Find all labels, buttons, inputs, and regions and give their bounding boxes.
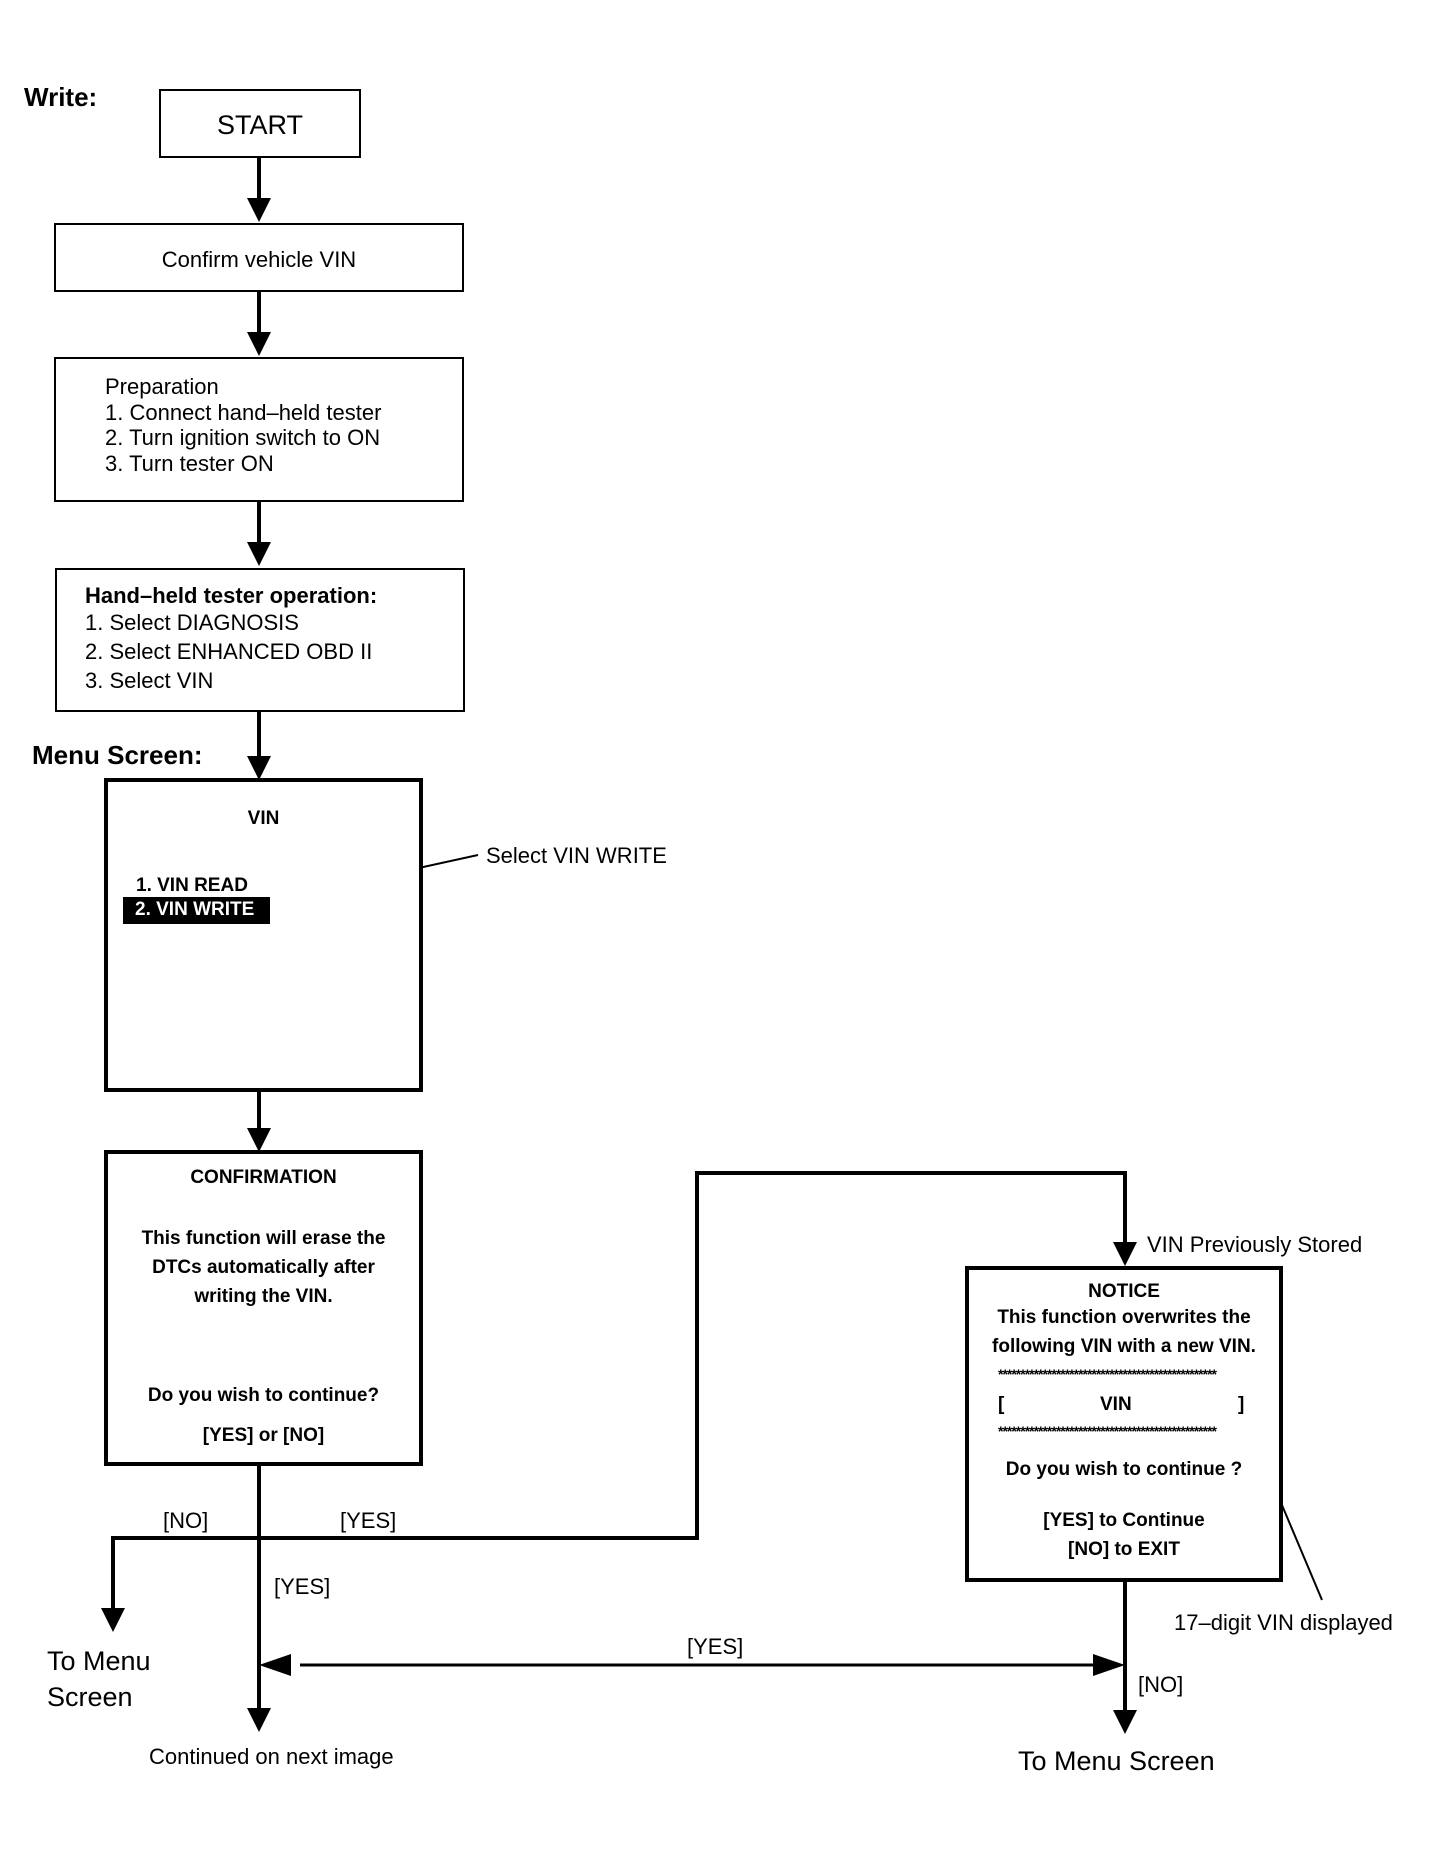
to-menu-screen-left-line2: Screen [47,1682,133,1712]
notice-exit: [NO] to EXIT [1068,1539,1180,1560]
tester-operation-box: Hand–held tester operation: 1. Select DI… [55,568,465,712]
tester-step: 2. Select ENHANCED OBD II [85,639,373,664]
to-menu-screen-right: To Menu Screen [1018,1746,1215,1776]
continued-on-next-image: Continued on next image [149,1744,394,1769]
menu-item-vin-write[interactable]: 2. VIN WRITE [123,897,271,924]
preparation-step: 1. Connect hand–held tester [105,400,382,425]
confirmation-screen: CONFIRMATION This function will erase th… [104,1150,423,1466]
menu-item-vin-read[interactable]: 1. VIN READ [136,875,248,896]
confirmation-message-line: writing the VIN. [194,1286,333,1307]
label-yes-horizontal: [YES] [687,1634,744,1659]
label-vin-previously-stored: VIN Previously Stored [1147,1232,1363,1257]
arrowhead-right [1093,1654,1125,1676]
notice-title: NOTICE [1088,1281,1160,1302]
arrow-yes-to-notice [259,1171,1137,1540]
label-vin-displayed: 17–digit VIN displayed [1174,1610,1393,1635]
notice-stars-bottom: ****************************************… [998,1424,1217,1438]
confirmation-message-line: This function will erase the [141,1228,386,1249]
notice-continue: [YES] to Continue [1043,1510,1205,1531]
confirmation-options: [YES] or [NO] [202,1425,325,1446]
label-no-right: [NO] [1138,1672,1184,1697]
notice-vin: VIN [1100,1394,1132,1415]
preparation-box: Preparation 1. Connect hand–held tester … [54,357,464,502]
label-no-left: [NO] [163,1508,209,1533]
tester-operation-title: Hand–held tester operation: [85,583,378,608]
confirmation-title: CONFIRMATION [190,1167,337,1188]
menu-screen-heading: Menu Screen: [32,740,203,770]
tester-step: 3. Select VIN [85,668,214,693]
preparation-step: 3. Turn tester ON [105,451,274,476]
label-yes-branch: [YES] [340,1508,397,1533]
tester-step: 1. Select DIAGNOSIS [85,610,299,635]
notice-bracket-open: [ [998,1394,1005,1415]
preparation-title: Preparation [105,374,219,399]
notice-question: Do you wish to continue ? [1005,1459,1243,1480]
preparation-step: 2. Turn ignition switch to ON [105,425,381,450]
confirmation-message-line: DTCs automatically after [152,1257,375,1278]
start-label: START [216,110,303,140]
vin-menu-screen: VIN 1. VIN READ 2. VIN WRITE [104,778,423,1092]
notice-screen: NOTICE This function overwrites the foll… [965,1266,1283,1582]
confirm-vin-label: Confirm vehicle VIN [161,247,357,272]
confirmation-question: Do you wish to continue? [147,1385,380,1406]
label-yes-down: [YES] [274,1574,331,1599]
callout-select-vin-write: Select VIN WRITE [486,843,667,868]
arrowhead-left [259,1654,291,1676]
start-box: START [159,89,361,158]
notice-stars-top: ****************************************… [998,1367,1217,1381]
confirm-vin-box: Confirm vehicle VIN [54,223,464,292]
to-menu-screen-left-line1: To Menu [47,1646,151,1676]
arrow-no-to-menu [101,1536,259,1632]
vin-menu-title: VIN [247,808,280,829]
notice-bracket-close: ] [1238,1394,1245,1415]
notice-message-line: following VIN with a new VIN. [992,1336,1256,1357]
write-heading: Write: [24,82,98,112]
notice-message-line: This function overwrites the [997,1307,1251,1328]
